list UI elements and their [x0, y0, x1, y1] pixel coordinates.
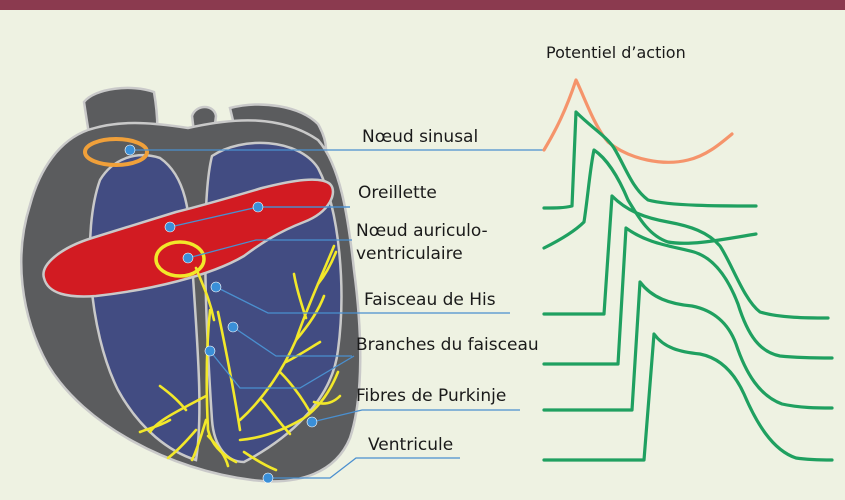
label-purkinje: Fibres de Purkinje [356, 386, 506, 406]
ap-trace-purkinje [544, 282, 832, 410]
action-potential-title: Potentiel d’action [546, 43, 686, 62]
label-sinus-node: Nœud sinusal [362, 127, 478, 147]
label-av-node-line2: ventriculaire [356, 244, 463, 264]
label-av-node-line1: Nœud auriculo- [356, 221, 488, 241]
label-bundle-branches: Branches du faisceau [356, 335, 539, 355]
label-his-bundle: Faisceau de His [364, 290, 496, 310]
action-potential-traces [544, 80, 832, 460]
label-atrium: Oreillette [358, 183, 437, 203]
label-ventricle: Ventricule [368, 435, 453, 455]
ap-trace-sinus [544, 80, 732, 162]
ap-trace-branches [544, 228, 832, 364]
ap-trace-ventricle [544, 334, 832, 460]
structure-labels: Nœud sinusal Oreillette Nœud auriculo- v… [356, 127, 539, 455]
